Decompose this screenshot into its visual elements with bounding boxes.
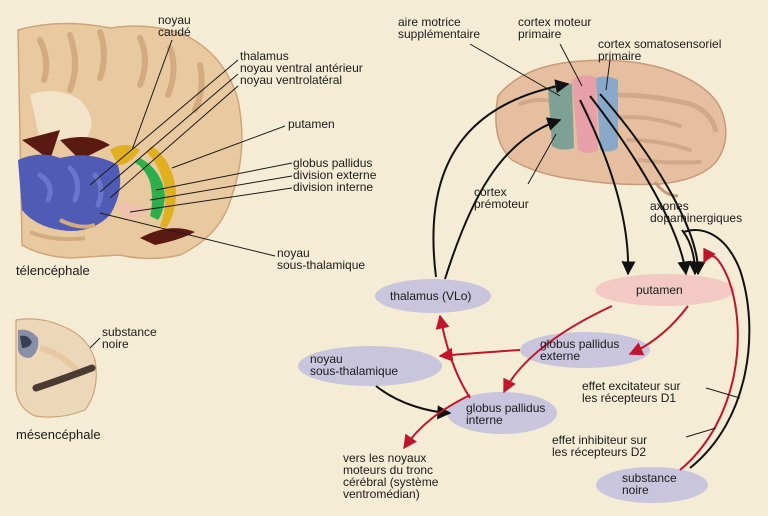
arrow-stn-to-gpi	[376, 386, 450, 413]
node-globus-interne: globus pallidus interne	[466, 402, 545, 426]
label-noyau-sous-thal-anat: noyau sous-thalamique	[277, 247, 365, 271]
label-vers-noyaux: vers les noyaux moteurs du tronc cérébra…	[343, 452, 438, 500]
label-mesencephale: mésencéphale	[16, 428, 101, 442]
node-putamen: putamen	[636, 284, 683, 296]
label-effet-excit: effet excitateur sur les récepteurs D1	[582, 380, 681, 404]
label-noyau-caude: noyau caudé	[158, 14, 191, 38]
label-putamen-anat: putamen	[288, 118, 335, 130]
label-cortex-premoteur: cortex prémoteur	[474, 186, 529, 210]
node-globus-externe: globus pallidus externe	[540, 338, 619, 362]
label-thalamus-group: thalamus noyau ventral antérieur noyau v…	[240, 50, 363, 86]
label-globus-group: globus pallidus division externe divisio…	[293, 157, 376, 193]
node-noyau-sous-thal: noyau sous-thalamique	[310, 353, 398, 377]
label-cortex-moteur: cortex moteur primaire	[518, 16, 591, 40]
node-substance-noire: substance noire	[622, 472, 677, 496]
node-thalamus-vlo: thalamus (VLo)	[390, 290, 471, 302]
label-substance-noire-anat: substance noire	[102, 326, 157, 350]
arrow-gpe-to-stn	[440, 350, 520, 356]
coronal-section	[18, 23, 242, 258]
label-aire-motrice: aire motrice supplémentaire	[398, 16, 480, 40]
arrow-gpi-to-thalamus	[440, 316, 470, 398]
label-telencephale: télencéphale	[16, 264, 90, 278]
label-axones: axones dopaminergiques	[650, 200, 742, 224]
mesencephalon-section	[16, 319, 96, 417]
premotor-cortex-area	[548, 83, 574, 150]
label-effet-inhib: effet inhibiteur sur les récepteurs D2	[552, 434, 647, 458]
label-cortex-somato: cortex somatosensoriel primaire	[598, 38, 721, 62]
